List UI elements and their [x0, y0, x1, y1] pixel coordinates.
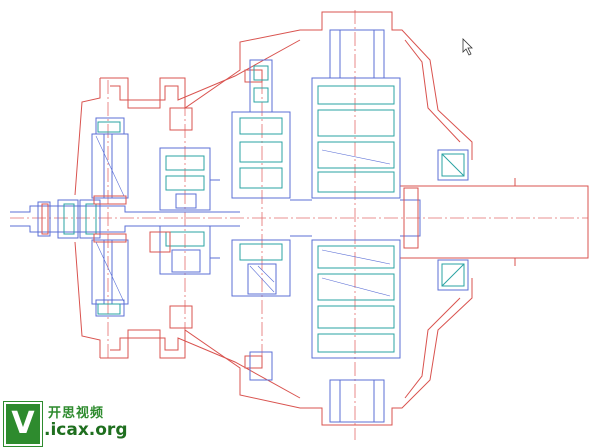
watermark-logo: V 开思视频 .icax.org — [4, 402, 134, 446]
logo-badge-icon: V — [4, 402, 42, 446]
stage-four-assembly — [311, 29, 401, 423]
stage-three-assembly — [231, 59, 291, 381]
output-shaft — [400, 149, 589, 291]
cursor-arrow-icon — [462, 38, 473, 56]
center-lines — [10, 10, 588, 440]
watermark-url: .icax.org — [44, 420, 128, 440]
housing-outline — [74, 11, 473, 426]
watermark-chinese-text: 开思视频 — [48, 406, 105, 421]
stage-one-assembly — [91, 117, 129, 317]
intermediate-shaft — [290, 187, 421, 249]
input-shaft — [10, 199, 240, 239]
stage-two-assembly — [149, 147, 220, 275]
